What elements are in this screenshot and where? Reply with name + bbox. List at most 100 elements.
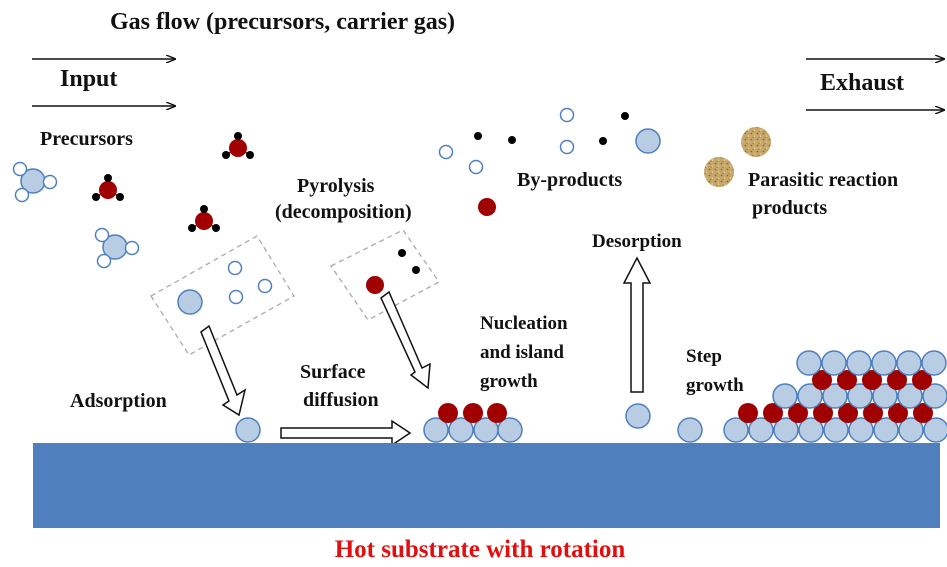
desorbing-atom <box>625 403 651 429</box>
terrace-atom <box>897 383 923 409</box>
terrace-base-atom <box>848 417 874 443</box>
terrace-atom <box>772 383 798 409</box>
precursor-molecule-red <box>195 212 213 230</box>
terrace-red-atom <box>837 370 857 390</box>
terrace-red-atom <box>862 370 882 390</box>
adsorption-dashed-box <box>150 235 295 356</box>
precursor-h-atom <box>94 227 110 243</box>
by-product-big <box>635 128 661 154</box>
precursor-molecule-red <box>99 181 117 199</box>
terrace-base-atom <box>773 417 799 443</box>
decomposed-atom <box>366 276 384 294</box>
adsorption-arrow <box>200 324 247 417</box>
terrace-red-atom <box>838 403 858 423</box>
terrace-red-atom <box>813 403 833 423</box>
substrate <box>33 443 940 528</box>
by-product-small <box>559 107 575 123</box>
terrace-red-atom <box>887 370 907 390</box>
by-product-small <box>559 139 575 155</box>
precursor-ligand <box>188 224 196 232</box>
terrace-atom <box>821 350 847 376</box>
by-product-small <box>468 159 484 175</box>
by-product-small <box>438 144 454 160</box>
precursor-h-atom <box>96 253 112 269</box>
island-base-atom <box>497 417 523 443</box>
precursor-h-atom <box>42 174 58 190</box>
terrace-atom <box>822 383 848 409</box>
precursor-molecule-red <box>229 139 247 157</box>
precursor-ligand <box>116 193 124 201</box>
precursor-ligand <box>200 205 208 213</box>
island-red-atom <box>438 403 458 423</box>
by-product-dot <box>508 136 516 144</box>
terrace-red-atom <box>913 403 933 423</box>
pyrolysis-dashed-box <box>330 229 440 321</box>
pyrolysis-label-2: (decomposition) <box>275 201 412 223</box>
exhaust-label: Exhaust <box>820 70 904 96</box>
terrace-atom <box>872 383 898 409</box>
precursor-ligand <box>92 193 100 201</box>
molecules-layer <box>12 107 947 443</box>
terrace-red-atom <box>912 370 932 390</box>
precursors-label: Precursors <box>40 128 133 150</box>
terrace-atom <box>922 383 947 409</box>
by-product-dot <box>474 132 482 140</box>
surface-diffusion-label-2: diffusion <box>303 389 379 411</box>
terrace-atom <box>847 383 873 409</box>
pyrolysis-label: Pyrolysis <box>297 175 375 197</box>
surface-diffusion-arrow <box>280 419 412 447</box>
terrace-atom <box>846 350 872 376</box>
step-growth-label: Step <box>686 346 722 367</box>
terrace-atom <box>797 383 823 409</box>
terrace-atom <box>921 350 947 376</box>
terrace-atom <box>871 350 897 376</box>
surface-atom <box>677 417 703 443</box>
island-base-atom <box>448 417 474 443</box>
island-red-atom <box>487 403 507 423</box>
nucleation-label-2: and island <box>480 342 564 363</box>
by-product-dot <box>599 137 607 145</box>
terrace-base-atom <box>823 417 849 443</box>
gas-flow-title: Gas flow (precursors, carrier gas) <box>110 9 455 35</box>
parasitic-product <box>704 157 734 187</box>
terrace-base-atom <box>748 417 774 443</box>
desorption-label: Desorption <box>592 231 682 252</box>
released-h-atom <box>257 278 273 294</box>
island-base-atom <box>423 417 449 443</box>
terrace-atom <box>896 350 922 376</box>
surface-diffusion-label: Surface <box>300 361 366 383</box>
released-ligand <box>398 249 406 257</box>
by-products-label: By-products <box>517 169 622 191</box>
terrace-base-atom <box>898 417 924 443</box>
adsorption-label: Adsorption <box>70 390 167 412</box>
parasitic-product <box>741 127 771 157</box>
terrace-base-atom <box>798 417 824 443</box>
pyrolysis-arrow <box>380 290 431 390</box>
terrace-base-atom <box>923 417 947 443</box>
terrace-atom <box>796 350 822 376</box>
parasitic-label: Parasitic reaction <box>748 169 898 191</box>
terrace-red-atom <box>788 403 808 423</box>
nucleation-label-3: growth <box>480 371 538 392</box>
precursor-h-atom <box>124 240 140 256</box>
terrace-red-atom <box>763 403 783 423</box>
island-red-atom <box>463 403 483 423</box>
precursor-ligand <box>234 132 242 140</box>
nucleation-label: Nucleation <box>480 313 568 334</box>
terrace-red-atom <box>812 370 832 390</box>
released-h-atom <box>228 289 244 305</box>
by-product-dot <box>621 112 629 120</box>
adsorbed-precursor <box>177 289 203 315</box>
precursor-h-atom <box>12 161 28 177</box>
precursor-ligand <box>246 151 254 159</box>
precursor-ligand <box>212 224 220 232</box>
step-growth-label-2: growth <box>686 375 744 396</box>
terrace-red-atom <box>863 403 883 423</box>
input-label: Input <box>60 66 117 92</box>
precursor-h-atom <box>14 187 30 203</box>
adatom <box>235 417 261 443</box>
released-h-atom <box>227 260 243 276</box>
desorption-arrow <box>622 256 652 393</box>
terrace-base-atom <box>873 417 899 443</box>
